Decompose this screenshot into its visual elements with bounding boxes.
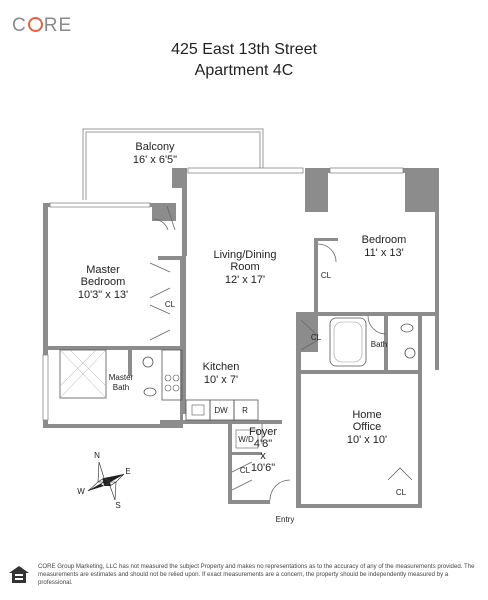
door-swings [149, 205, 413, 501]
shower-pattern [59, 349, 107, 399]
compass-s: S [115, 501, 120, 510]
equal-housing-icon [9, 566, 29, 583]
disclaimer-text: CORE Group Marketing, LLC has not measur… [38, 563, 475, 586]
washer-dryer-box [235, 429, 259, 449]
bedroom-label: Bedroom [362, 234, 407, 246]
address-title: 425 East 13th Street [171, 41, 317, 58]
bathtub [329, 317, 367, 367]
living-room-label: Living/Dining [214, 249, 277, 261]
master-closet-label: CL [165, 300, 176, 309]
master-bedroom-label: Master [86, 264, 120, 276]
logo-o-icon [27, 17, 43, 32]
dishwasher-label: DW [214, 406, 228, 415]
washer-dryer-label: W/D [238, 435, 254, 444]
kitchen-label: Kitchen [203, 361, 240, 373]
windows [42, 167, 404, 421]
balcony-dims: 16' x 6'5" [133, 154, 177, 166]
foyer-dims-3: 10'6" [251, 462, 275, 474]
foyer-dims-1: 4'8" [254, 438, 272, 450]
bedroom-dims: 11' x 13' [364, 247, 403, 259]
foyer-closet-label: CL [240, 466, 251, 475]
office-closet-label: CL [396, 488, 407, 497]
unit-title: Apartment 4C [194, 62, 294, 79]
bedroom-closet-label: CL [321, 271, 332, 280]
master-bath-label-2: Bath [113, 383, 129, 392]
foyer-dims-2: x [260, 450, 266, 462]
kitchen-dims: 10' x 7' [204, 374, 238, 386]
bath-sink-icon [404, 347, 416, 359]
stove-icon [164, 374, 180, 392]
compass-w: W [77, 487, 85, 496]
master-bedroom-label-2: Bedroom [81, 276, 126, 288]
balcony-outline [82, 128, 264, 200]
hall-closet-label: CL [311, 333, 322, 342]
bath-label: Bath [371, 340, 387, 349]
master-bedroom-dims: 10'3" x 13' [78, 289, 128, 301]
logo-text-start: C [12, 15, 27, 36]
compass-n: N [94, 451, 100, 460]
home-office-dims: 10' x 10' [347, 434, 387, 446]
foyer-label: Foyer [249, 426, 277, 438]
living-room-label-2: Room [230, 261, 259, 273]
master-shower [59, 349, 107, 399]
home-office-label: Home [352, 409, 381, 421]
compass-rose-icon [87, 461, 125, 501]
kitchen-sink-icon [191, 404, 205, 416]
kitchen-counters [161, 349, 259, 421]
master-toilet-icon [143, 387, 157, 397]
home-office-label-2: Office [353, 421, 382, 433]
walls [43, 168, 439, 508]
entry-label: Entry [276, 515, 295, 524]
master-sink-icon [142, 356, 154, 368]
compass-e: E [125, 467, 130, 476]
refrigerator-label: R [242, 406, 248, 415]
balcony-label: Balcony [135, 141, 175, 153]
master-bath-label: Master [109, 373, 134, 382]
bathtub-inner [333, 321, 363, 363]
living-room-dims: 12' x 17' [225, 274, 265, 286]
logo-text-end: RE [43, 15, 73, 36]
bath-toilet-icon [400, 323, 414, 333]
core-logo: C RE [12, 15, 72, 37]
